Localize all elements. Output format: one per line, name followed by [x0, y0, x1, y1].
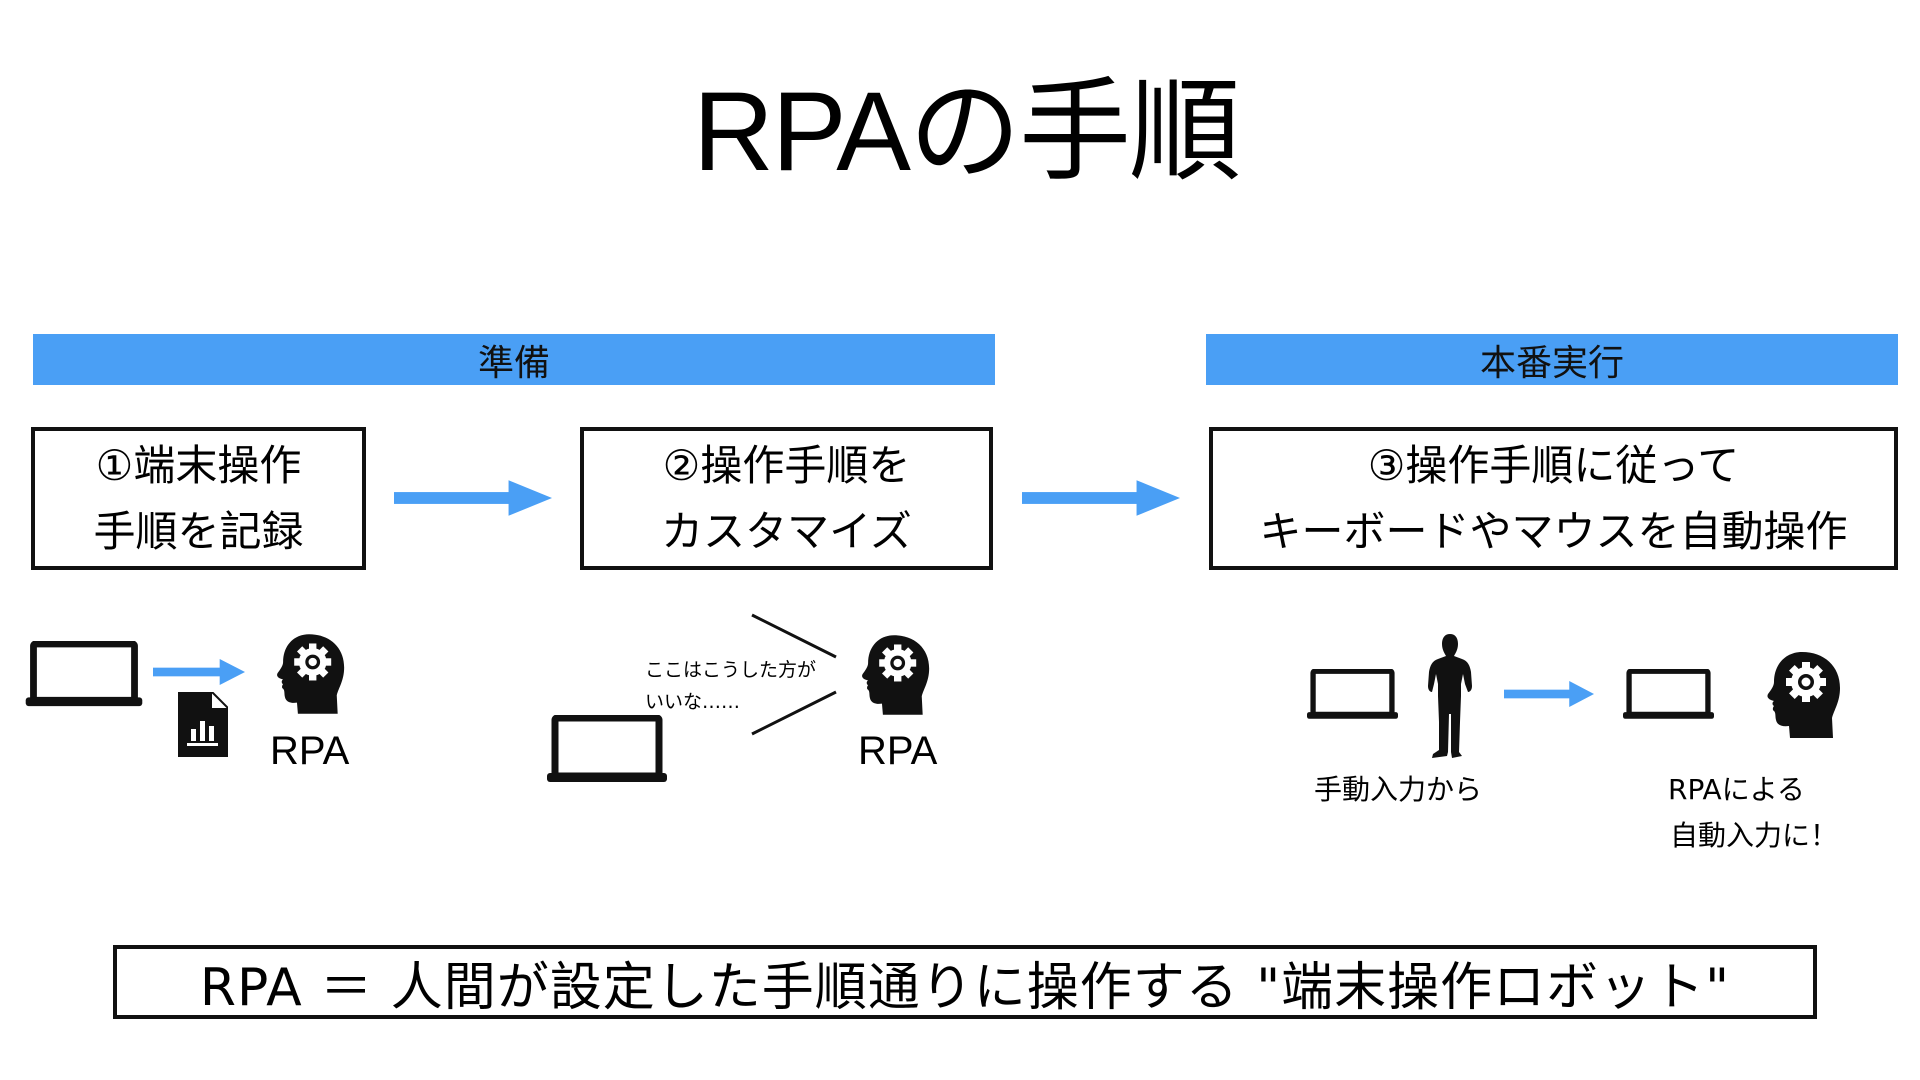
- step-line: カスタマイズ: [661, 506, 912, 556]
- rpa-label: RPA: [858, 729, 938, 773]
- step-line: 手順を記録: [93, 506, 304, 556]
- head-gear-icon: [857, 632, 931, 718]
- arrow-right-icon: [1022, 480, 1180, 516]
- rpa-label: RPA: [270, 729, 350, 773]
- speech-text: ここはこうした方が いいな……: [645, 654, 816, 718]
- before-caption: 手動入力から: [1314, 773, 1483, 806]
- laptop-icon: [547, 715, 667, 785]
- speech-line: いいな……: [645, 691, 741, 713]
- after-caption-line: RPAによる: [1668, 773, 1805, 806]
- step-box-record: ①端末操作 手順を記録: [31, 427, 366, 570]
- laptop-icon: [1307, 669, 1398, 721]
- step-line: ③操作手順に従って: [1367, 440, 1740, 490]
- head-gear-icon: [272, 632, 346, 716]
- head-gear-icon: [1762, 650, 1842, 740]
- slide-title: RPAの手順: [693, 69, 1241, 194]
- summary-box: RPA ＝ 人間が設定した手順通りに操作する "端末操作ロボット": [113, 945, 1817, 1019]
- arrow-right-icon: [394, 480, 552, 516]
- step-line: キーボードやマウスを自動操作: [1259, 506, 1848, 556]
- laptop-icon: [25, 641, 143, 709]
- step-box-execute: ③操作手順に従って キーボードやマウスを自動操作: [1209, 427, 1898, 570]
- step-box-customize: ②操作手順を カスタマイズ: [580, 427, 993, 570]
- phase-bar-execution: 本番実行: [1206, 334, 1898, 385]
- step-line: ②操作手順を: [662, 440, 911, 490]
- arrow-right-icon: [153, 659, 245, 685]
- summary-text: RPA ＝ 人間が設定した手順通りに操作する "端末操作ロボット": [199, 957, 1731, 1018]
- person-icon: [1428, 634, 1472, 760]
- speech-lines: [751, 613, 837, 736]
- after-caption-line: 自動入力に！: [1670, 819, 1839, 852]
- arrow-right-icon: [1504, 681, 1594, 707]
- phase-label: 準備: [477, 342, 550, 384]
- report-document-icon: [178, 692, 228, 757]
- speech-line: ここはこうした方が: [645, 659, 817, 681]
- step-line: ①端末操作: [95, 440, 302, 490]
- laptop-icon: [1623, 669, 1714, 721]
- phase-bar-preparation: 準備: [33, 334, 995, 385]
- phase-label: 本番実行: [1479, 342, 1624, 384]
